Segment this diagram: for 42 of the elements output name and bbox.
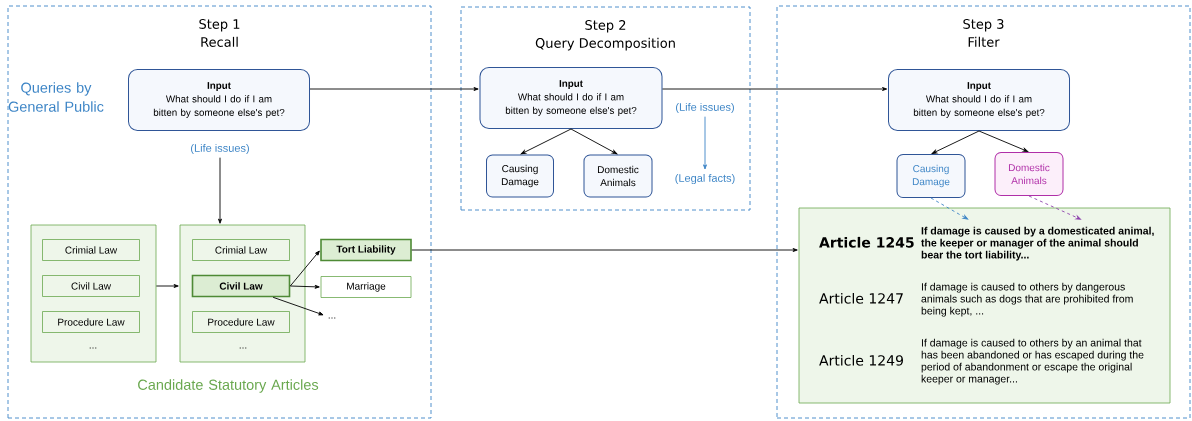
concept-box: Causing Damage [486,154,554,198]
arrow [931,130,980,154]
law-box: Crimial Law [192,239,290,261]
arrow [155,284,179,288]
input-box: Input What should I do if I am bitten by someone else's pet? [888,69,1070,131]
arrow [289,284,320,289]
arrow [218,157,222,224]
article-entry: Article 1245 If damage is caused by a domesticated animal, the keeper or manager of the animal should bear the tort liability... [819,226,1154,261]
law-box: Tort Liability [320,238,412,262]
law-box: Procedure Law [42,311,140,333]
arrow [930,197,969,220]
arrow [309,87,479,91]
ellipsis-text: ... [89,347,97,349]
article-entry: Article 1249 If damage is caused to others by an animal that has been abandoned or has escaped during the period of abandonment or escape the original keeper or manager... [819,338,1144,385]
arrow [272,296,324,316]
caption-text: Candidate Statutory Articles [138,379,319,393]
concept-box: Domestic Animals [583,154,653,198]
annotation-text: (Legal facts) [675,173,735,185]
caption-text: Queries by General Public [8,82,104,112]
arrow [978,130,1029,152]
law-box: Marriage [320,276,412,298]
law-box: Civil Law [191,274,291,298]
arrow [662,87,888,91]
law-box: Procedure Law [192,311,290,333]
arrow [289,250,320,287]
article-entry: Article 1247 If damage is caused to others by dangerous animals such as dogs that are prohibited from being kept, ... [819,282,1133,317]
annotation-text: (Life issues) [676,102,734,114]
concept-box: Domestic Animals [994,152,1064,196]
concept-box: Causing Damage [896,154,966,198]
arrow [570,128,618,155]
ellipsis-text: ... [239,347,247,349]
input-box: Input What should I do if I am bitten by someone else's pet? [128,69,310,131]
arrow [703,116,707,170]
input-box: Input What should I do if I am bitten by someone else's pet? [479,67,663,129]
arrow [520,128,572,155]
article-group-box [798,207,1171,404]
arrow [1028,195,1082,220]
law-box: Crimial Law [42,239,140,261]
arrow [411,248,798,252]
ellipsis-text: ... [328,317,336,319]
law-box: Civil Law [42,275,140,297]
annotation-text: (Life issues) [191,143,249,155]
